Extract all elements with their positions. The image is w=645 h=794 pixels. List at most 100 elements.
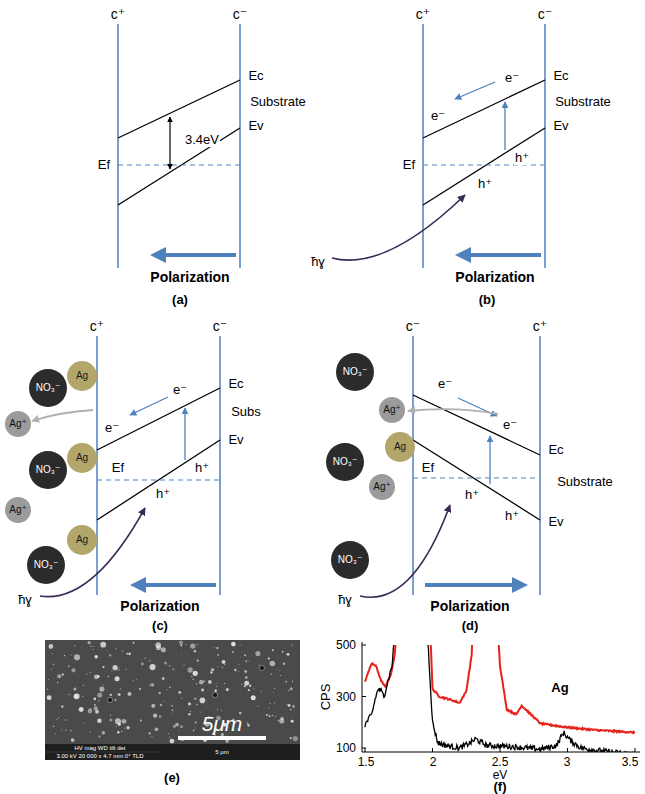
sem-particle	[270, 703, 271, 704]
figure-label: c⁺	[110, 7, 126, 22]
ion-label: NO₃⁻	[343, 367, 367, 377]
figure-label: (e)	[164, 771, 180, 785]
sem-particle	[172, 713, 173, 714]
sem-particle	[168, 733, 169, 734]
sem-particle	[292, 706, 295, 709]
ion-circle: Ag	[385, 432, 415, 462]
figure-label: Ef	[111, 461, 125, 475]
sem-particle	[290, 687, 293, 690]
figure-label: 3.5	[622, 756, 639, 769]
sem-particle	[94, 675, 99, 680]
figure-label: c⁺	[532, 319, 548, 334]
ion-label: Ag	[76, 371, 88, 381]
sem-particle	[140, 720, 142, 722]
figure-label: c⁺	[415, 7, 431, 22]
figure-label: Substrate	[554, 95, 612, 109]
sem-particle	[171, 705, 173, 707]
sem-particle	[287, 704, 288, 705]
sem-particle	[118, 669, 119, 670]
sem-particle	[193, 730, 194, 731]
sem-particle	[204, 681, 205, 682]
sem-particle	[211, 668, 214, 671]
figure-label: Ec	[247, 69, 264, 83]
sem-particle	[160, 704, 163, 707]
sem-particle	[111, 670, 112, 671]
sem-particle	[192, 678, 194, 680]
sem-particle	[110, 715, 111, 716]
sem-particle	[184, 664, 185, 665]
sem-particle	[88, 641, 91, 644]
sem-particle	[234, 669, 237, 672]
figure-label: Ef	[421, 461, 435, 475]
sem-particle	[117, 731, 120, 734]
sem-particle	[74, 694, 79, 699]
sem-particle	[249, 685, 251, 687]
sem-particle	[69, 694, 70, 695]
sem-particle	[47, 695, 52, 700]
sem-particle	[246, 721, 247, 722]
ion-circle: Ag⁺	[5, 497, 31, 523]
sem-particle	[126, 669, 127, 670]
figure-label: c⁻	[405, 319, 421, 334]
sem-particle	[99, 736, 101, 738]
sem-particle	[127, 692, 131, 696]
sem-particle	[224, 683, 225, 684]
sem-particle	[292, 705, 294, 707]
sem-particle	[270, 673, 272, 675]
sem-particle	[108, 676, 110, 678]
sem-particle	[291, 645, 292, 646]
sem-particle	[161, 647, 166, 652]
sem-particle	[150, 683, 154, 687]
figure-label: 1.5	[358, 756, 375, 769]
sem-particle	[196, 704, 198, 706]
sem-particle	[194, 650, 197, 653]
ion-circle: Ag⁺	[379, 397, 405, 423]
figure-label: ħɣ	[337, 593, 353, 607]
figure-label: e⁻	[104, 421, 120, 435]
figure-label: Ec	[227, 377, 244, 391]
sem-particle	[149, 732, 151, 734]
panel-d	[360, 336, 540, 597]
sem-particle	[272, 649, 274, 651]
sem-particle	[194, 698, 196, 700]
sem-particle	[90, 672, 91, 673]
sem-particle	[56, 719, 57, 720]
ion-circle: Ag⁺	[5, 411, 31, 437]
sem-particle	[88, 709, 93, 714]
sem-particle	[276, 669, 277, 670]
figure-label: e⁻	[502, 418, 518, 432]
figure-label: 300	[336, 691, 356, 704]
ion-label: Ag⁺	[9, 419, 27, 429]
figure-label: h⁺	[464, 488, 480, 502]
sem-particle	[52, 653, 53, 654]
sem-particle	[139, 688, 141, 690]
ion-circle: NO₃⁻	[326, 443, 364, 481]
sem-particle	[290, 709, 292, 711]
figure-label: Polarization	[430, 599, 509, 614]
sem-particle	[197, 644, 198, 645]
sem-particle	[99, 687, 104, 692]
sem-particle	[255, 651, 260, 656]
sem-particle	[188, 713, 191, 716]
figure-label: Ev	[247, 119, 264, 133]
sem-particle	[53, 664, 55, 666]
sem-particle	[217, 683, 218, 684]
sem-particle	[285, 681, 287, 683]
x-tick	[432, 748, 433, 752]
figure-label: h⁺	[194, 461, 210, 475]
x-tick	[635, 748, 636, 752]
sem-particle	[210, 668, 211, 669]
spectrum-black	[365, 645, 635, 752]
sem-particle	[210, 671, 212, 673]
sem-particle	[199, 680, 204, 685]
sem-pore	[213, 693, 218, 698]
sem-particle	[170, 739, 175, 744]
figure-label: Ev	[547, 515, 564, 529]
sem-particle	[144, 658, 145, 659]
sem-particle	[201, 688, 204, 691]
sem-particle	[257, 706, 258, 707]
sem-particle	[128, 653, 131, 656]
sem-pore	[108, 698, 113, 703]
y-tick	[362, 696, 366, 697]
sem-image	[45, 640, 300, 760]
